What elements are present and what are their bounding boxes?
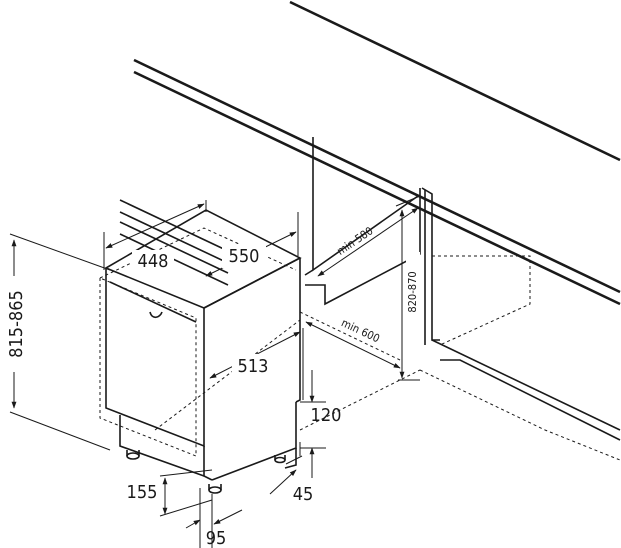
dim-foot-offset: [185, 488, 243, 548]
dim-total-height: [4, 233, 111, 451]
label-plinth-min: 45: [293, 484, 314, 505]
niche-outline: [154, 311, 621, 461]
label-depth: 550: [229, 246, 260, 267]
dishwasher-body: [104, 209, 302, 481]
dim-depth: [205, 212, 299, 277]
dim-cabinet-depth: [305, 311, 401, 369]
dim-plinth-max: [300, 370, 326, 478]
worktop: [133, 0, 621, 306]
dim-niche-depth: [317, 207, 419, 277]
dim-door-height: [209, 328, 304, 400]
dim-foot-height: [159, 469, 213, 517]
right-cabinet: [421, 187, 621, 441]
label-width: 448: [138, 251, 169, 272]
dim-width: [103, 200, 207, 272]
label-plinth-max: 120: [311, 405, 342, 426]
feet: [126, 450, 286, 494]
dishwasher-door-outline: [99, 227, 297, 457]
label-total-height: 815-865: [6, 290, 27, 358]
label-door-height: 513: [238, 356, 269, 377]
label-foot-offset: 95: [206, 528, 227, 548]
label-foot-height: 155: [127, 482, 158, 503]
label-niche-height: 820-870: [406, 271, 419, 312]
dim-plinth-min: [269, 442, 303, 495]
